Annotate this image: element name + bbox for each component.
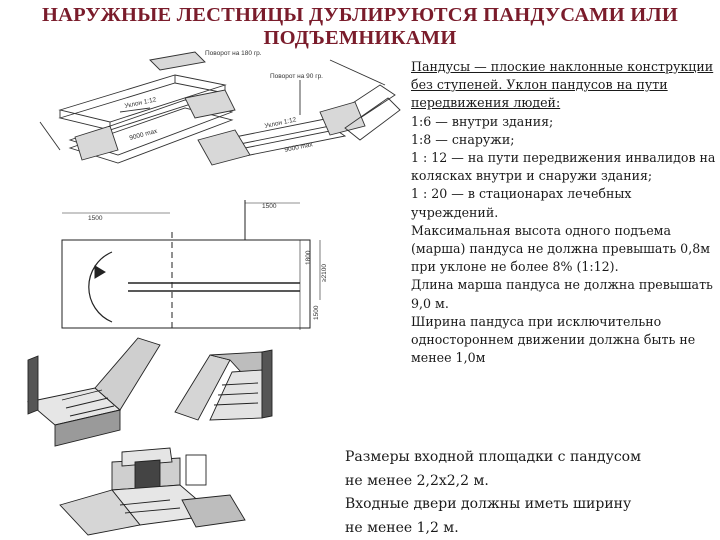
- entrance-line-3: Входные двери должны иметь ширину: [345, 496, 632, 512]
- label-9000-a: 9000 max: [129, 128, 159, 142]
- label-9000-b: 9000 max: [284, 141, 314, 154]
- entrance-line-4: не менее 1,2 м.: [345, 519, 459, 536]
- entrance-line-2: не менее 2,2х2,2 м.: [345, 472, 489, 489]
- slope-wheelchair: 1 : 12 — на пути передвижения инвалидов …: [411, 150, 716, 184]
- ramp-isometric-2: [174, 349, 273, 421]
- slope-inside: 1:6 — внутри здания;: [411, 113, 554, 129]
- label-2100-a: ≥2100: [321, 264, 328, 282]
- title-line-1: НАРУЖНЫЕ ЛЕСТНИЦЫ ДУБЛИРУЮТСЯ ПАНДУСАМИ …: [41, 4, 679, 26]
- title-line-2: ПОДЪЕМНИКАМИ: [263, 27, 457, 49]
- ramp-turn-90-drawing: [197, 59, 401, 166]
- entrance-requirements-text: Размеры входной площадки с пандусом не м…: [345, 446, 717, 540]
- label-1500-plan: 1500: [88, 215, 103, 222]
- entrance-line-1: Размеры входной площадки с пандусом: [345, 449, 641, 465]
- label-1500-side: 1500: [313, 305, 320, 320]
- slope-outside: 1:8 — снаружи;: [411, 131, 515, 147]
- ramp-definition: Пандусы — плоские наклонные конструкции …: [411, 59, 714, 111]
- page-title: НАРУЖНЫЕ ЛЕСТНИЦЫ ДУБЛИРУЮТСЯ ПАНДУСАМИ …: [0, 4, 720, 50]
- label-turn-180: Поворот на 180 гр.: [205, 50, 262, 57]
- max-length: Длина марша пандуса не должна превышать …: [411, 277, 713, 311]
- label-1800: 1800: [305, 250, 312, 265]
- ramp-isometric-1: [27, 337, 161, 447]
- ramp-requirements-text: Пандусы — плоские наклонные конструкции …: [411, 58, 717, 367]
- min-width: Ширина пандуса при исключительно односто…: [411, 313, 696, 366]
- ramp-plan-labels: 1500 1500 1800 ≥2100 1500: [88, 203, 328, 320]
- ramp-turn-180-drawing: [39, 51, 236, 164]
- ramp-plan-drawing: [61, 200, 321, 330]
- slope-hospital: 1 : 20 — в стационарах лечебных учрежден…: [411, 186, 632, 220]
- label-1500-top: 1500: [262, 203, 277, 210]
- max-rise: Максимальная высота одного подъема (марш…: [411, 222, 711, 275]
- ramp-isometric-3: [59, 447, 246, 536]
- label-turn-90: Поворот на 90 гр.: [270, 73, 323, 80]
